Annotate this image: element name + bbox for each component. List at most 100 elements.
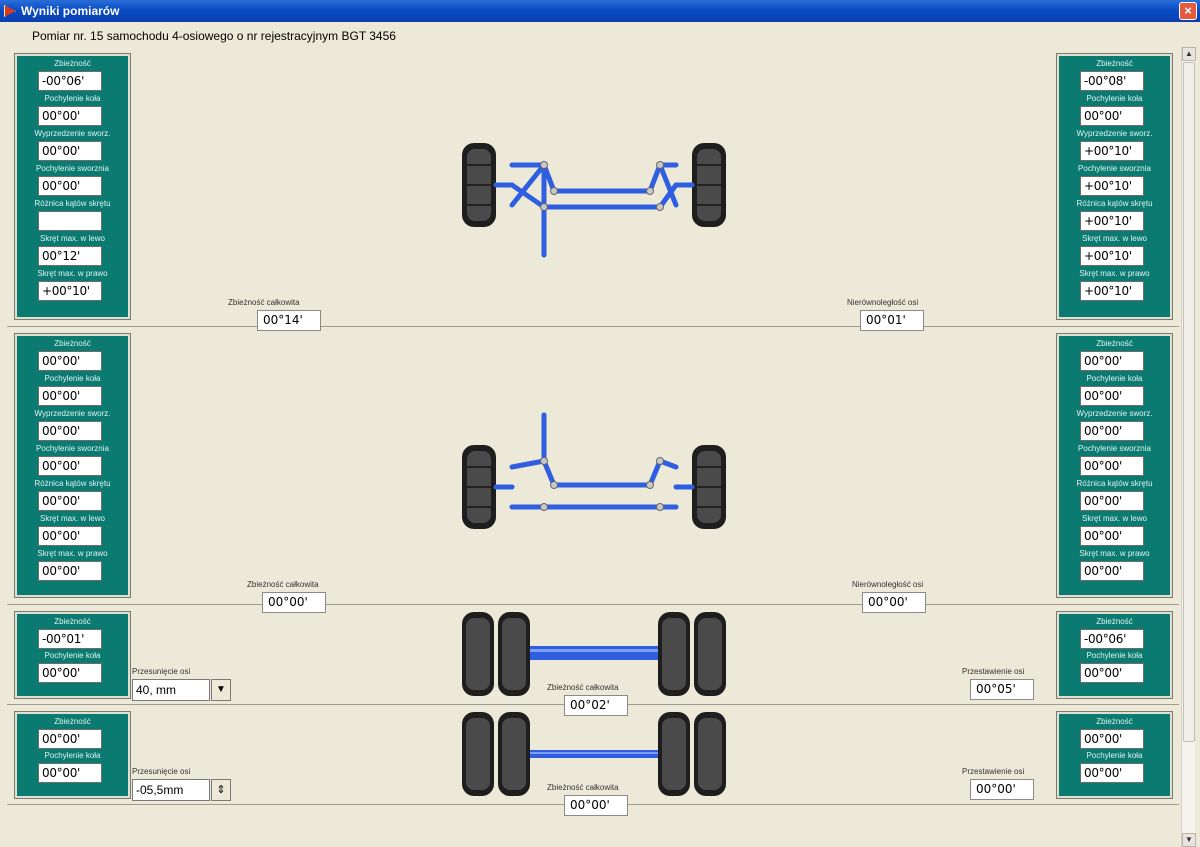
scroll-thumb[interactable]: [1183, 62, 1195, 742]
kingpin-value: 00°00': [38, 176, 102, 196]
right-tire: [692, 143, 726, 227]
close-button[interactable]: ×: [1179, 2, 1197, 20]
axle-highlight: [530, 649, 658, 652]
panel-label: Skręt max. w lewo: [1082, 234, 1147, 243]
camber-value: 00°00': [38, 386, 102, 406]
panel-label: Zbieżność: [54, 339, 91, 348]
axle-setback-label: Przestawienie osi: [962, 667, 1025, 676]
kingpin-value: +00°10': [1080, 176, 1144, 196]
total-toe-value: 00°02': [564, 695, 628, 716]
panel-label: Zbieżność: [1096, 717, 1133, 726]
panel-label: Pochylenie koła: [1086, 751, 1143, 760]
axle-setback-label: Przestawienie osi: [962, 767, 1025, 776]
kingpin-value: 00°00': [1080, 456, 1144, 476]
axle-section-2: Zbieżność 00°00' Pochylenie koła 00°00' …: [7, 327, 1179, 613]
axle-section-1: Zbieżność -00°06' Pochylenie koła 00°00'…: [7, 47, 1179, 331]
max-right-value: 00°00': [1080, 561, 1144, 581]
toe-out-value: +00°10': [1080, 211, 1144, 231]
left-tire: [462, 143, 496, 227]
scroll-up-icon[interactable]: ▲: [1182, 47, 1196, 61]
axle-parallelism-label: Nierównoległość osi: [852, 580, 924, 589]
panel-label: Pochylenie koła: [44, 374, 101, 383]
kingpin-value: 00°00': [38, 456, 102, 476]
linkage-joints: [540, 161, 664, 211]
spin-icon[interactable]: ⇕: [211, 779, 231, 801]
right-wheel-panel-2: Zbieżność 00°00' Pochylenie koła 00°00' …: [1056, 333, 1173, 598]
panel-label: Zbieżność: [54, 59, 91, 68]
panel-label: Pochylenie koła: [44, 751, 101, 760]
panel-label: Wyprzedzenie sworz.: [34, 129, 111, 138]
toe-out-value: [38, 211, 102, 231]
axle-offset-input[interactable]: -05,5mm: [132, 779, 210, 801]
panel-label: Zbieżność: [1096, 339, 1133, 348]
panel-label: Wyprzedzenie sworz.: [1076, 129, 1153, 138]
camber-value: 00°00': [38, 106, 102, 126]
right-wheel-panel-4: Zbieżność 00°00' Pochylenie koła 00°00': [1056, 711, 1173, 799]
toe-value: 00°00': [1080, 729, 1144, 749]
left-wheel-panel-4: Zbieżność 00°00' Pochylenie koła 00°00': [14, 711, 131, 799]
panel-label: Pochylenie sworznia: [36, 444, 109, 453]
panel-label: Zbieżność: [1096, 59, 1133, 68]
chevron-down-icon[interactable]: ▼: [211, 679, 231, 701]
panel-label: Zbieżność: [1096, 617, 1133, 626]
dual-axle-diagram-4: [462, 712, 726, 796]
toe-out-value: 00°00': [1080, 491, 1144, 511]
left-dual-tires: [462, 612, 530, 696]
caster-value: 00°00': [38, 141, 102, 161]
toe-value: -00°06': [1080, 629, 1144, 649]
panel-label: Pochylenie koła: [1086, 651, 1143, 660]
total-toe-value: 00°14': [257, 310, 321, 331]
panel-label: Zbieżność: [54, 717, 91, 726]
steered-axle-diagram-1: [462, 143, 726, 258]
window-titlebar: Wyniki pomiarów ×: [0, 0, 1200, 22]
max-left-value: 00°00': [38, 526, 102, 546]
toe-value: -00°01': [38, 629, 102, 649]
camber-value: 00°00': [38, 663, 102, 683]
panel-label: Pochylenie sworznia: [1078, 444, 1151, 453]
panel-label: Pochylenie sworznia: [36, 164, 109, 173]
total-toe-value: 00°00': [262, 592, 326, 613]
panel-label: Różnica kątów skrętu: [1076, 199, 1153, 208]
panel-label: Różnica kątów skrętu: [34, 479, 111, 488]
axle-parallelism-label: Nierównoległość osi: [847, 298, 919, 307]
axle-setback-value: 00°05': [970, 679, 1034, 700]
axle-offset-label: Przesunięcie osi: [132, 767, 191, 776]
panel-label: Wyprzedzenie sworz.: [34, 409, 111, 418]
panel-label: Różnica kątów skrętu: [1076, 479, 1153, 488]
toe-value: 00°00': [38, 729, 102, 749]
panel-label: Pochylenie koła: [44, 651, 101, 660]
axle-setback-value: 00°00': [970, 779, 1034, 800]
panel-label: Pochylenie koła: [1086, 94, 1143, 103]
total-toe-label: Zbieżność całkowita: [247, 580, 319, 589]
max-right-value: 00°00': [38, 561, 102, 581]
max-left-value: 00°00': [1080, 526, 1144, 546]
toe-out-value: 00°00': [38, 491, 102, 511]
panel-label: Wyprzedzenie sworz.: [1076, 409, 1153, 418]
app-icon: [4, 5, 16, 17]
axle-offset-label: Przesunięcie osi: [132, 667, 191, 676]
total-toe-label: Zbieżność całkowita: [228, 298, 300, 307]
left-wheel-panel-2: Zbieżność 00°00' Pochylenie koła 00°00' …: [14, 333, 131, 598]
total-toe-label: Zbieżność całkowita: [547, 683, 619, 692]
panel-label: Pochylenie koła: [44, 94, 101, 103]
panel-label: Zbieżność: [54, 617, 91, 626]
caster-value: 00°00': [38, 421, 102, 441]
right-wheel-panel-3: Zbieżność -00°06' Pochylenie koła 00°00': [1056, 611, 1173, 699]
scroll-down-icon[interactable]: ▼: [1182, 833, 1196, 847]
panel-label: Skręt max. w prawo: [1079, 549, 1150, 558]
toe-value: 00°00': [38, 351, 102, 371]
steered-axle-diagram-2: [462, 412, 726, 529]
caster-value: 00°00': [1080, 421, 1144, 441]
camber-value: 00°00': [1080, 106, 1144, 126]
panel-label: Skręt max. w lewo: [1082, 514, 1147, 523]
dual-axle-diagram-3: [462, 612, 726, 696]
caster-value: +00°10': [1080, 141, 1144, 161]
camber-value: 00°00': [1080, 663, 1144, 683]
panel-label: Pochylenie koła: [1086, 374, 1143, 383]
axle-offset-select[interactable]: 40, mm: [132, 679, 210, 701]
linkage-joints: [540, 457, 664, 511]
right-dual-tires: [658, 712, 726, 796]
panel-label: Skręt max. w prawo: [1079, 269, 1150, 278]
panel-label: Skręt max. w lewo: [40, 234, 105, 243]
vertical-scrollbar[interactable]: ▲ ▼: [1181, 47, 1196, 847]
